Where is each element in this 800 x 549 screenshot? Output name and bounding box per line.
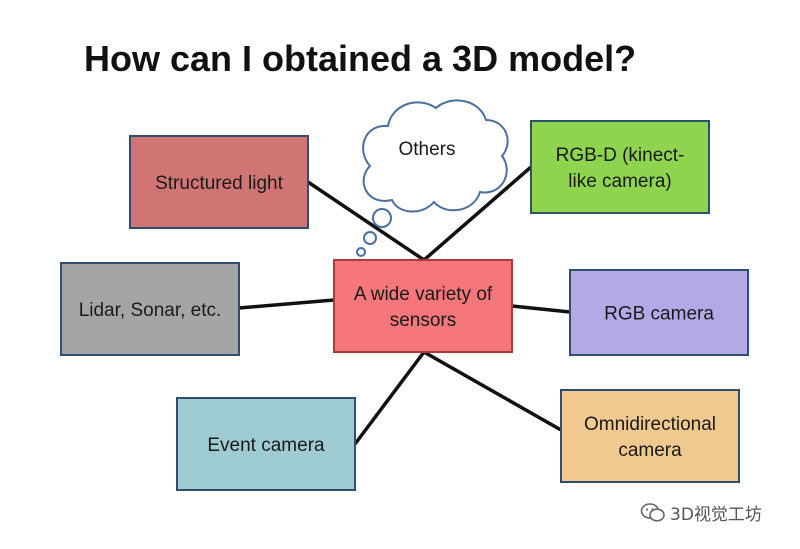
connector-omnidirectional [423,350,562,432]
center-node-label: sensors [390,310,457,331]
cloud-label: Others [398,139,455,160]
node-rgbd: RGB-D (kinect-like camera) [530,120,710,214]
center-node-box [333,259,513,353]
others-cloud: Others [356,99,509,257]
node-rgbd-label: RGB-D (kinect- [556,145,685,166]
node-omnidirectional: Omnidirectional camera [560,389,740,483]
connector-structured-light [307,180,425,262]
node-box-lidar [60,262,240,356]
cloud-bubble-2 [363,231,377,245]
node-rgb-camera: RGB camera [569,269,749,356]
node-structured-light: Structured light [129,135,309,229]
watermark-text: 3D视觉工坊 [670,505,762,525]
cloud-bubble-3 [356,247,366,257]
node-rgbd-label: like camera) [568,171,671,192]
connector-rgb-camera [511,304,571,314]
node-box-rgb-camera [569,269,749,356]
cloud-bubble-1 [372,208,392,228]
center-node-label: A wide variety of [354,284,493,305]
node-rgb-camera-label: RGB camera [604,304,714,325]
wechat-icon [640,502,665,522]
page-title: How can I obtained a 3D model? [84,38,637,79]
watermark: 3D视觉工坊 [640,500,762,525]
connector-lidar [238,298,335,310]
sensor-nodes: Structured light RGB-D (kinect-like camer… [60,120,749,491]
node-structured-light-label: Structured light [155,173,284,194]
node-box-rgbd [530,120,710,214]
node-omnidirectional-label: camera [618,440,682,461]
node-lidar-label: Lidar, Sonar, etc. [79,300,222,321]
node-box-structured-light [129,135,309,229]
node-lidar: Lidar, Sonar, etc. [60,262,240,356]
node-box-omnidirectional [560,389,740,483]
connector-lines [238,165,571,446]
node-box-event-camera [176,397,356,491]
node-event-camera-label: Event camera [207,435,325,456]
node-omnidirectional-label: Omnidirectional [584,414,716,435]
center-node: A wide variety of sensors [333,259,513,353]
connector-rgbd [422,165,533,262]
cloud-shape [362,99,509,213]
connector-event-camera [353,350,426,446]
node-event-camera: Event camera [176,397,356,491]
